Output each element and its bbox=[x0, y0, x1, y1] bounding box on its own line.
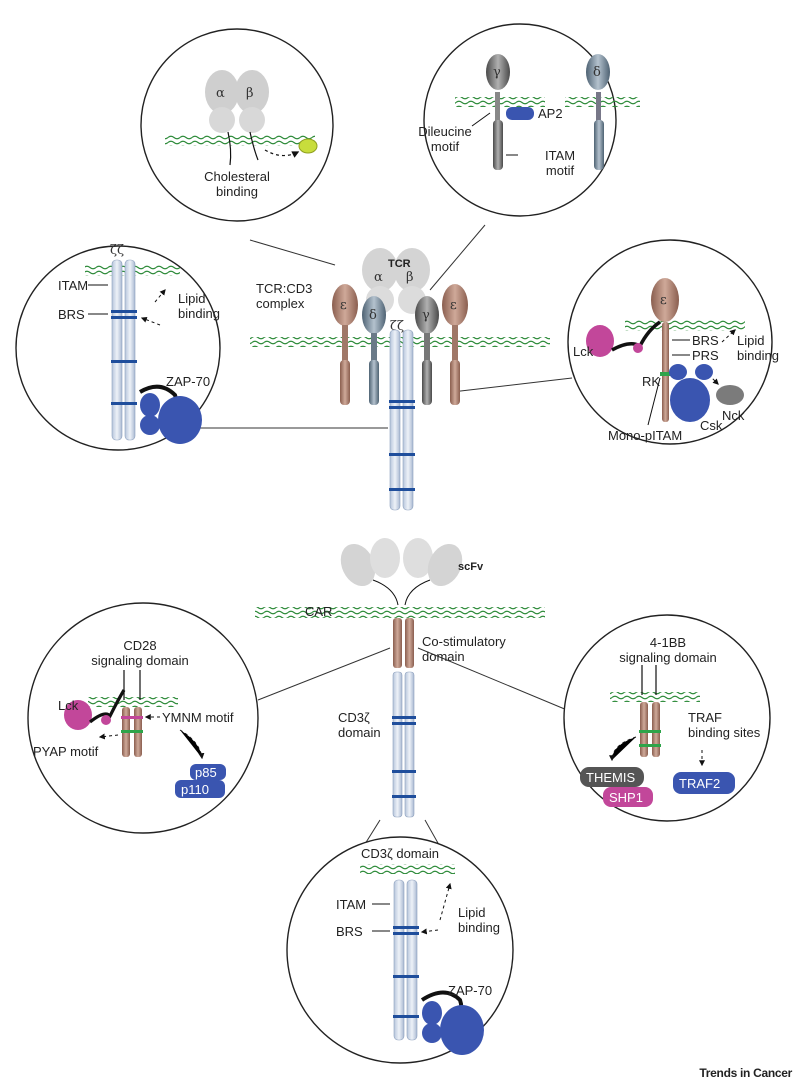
tcr-beta-chain bbox=[235, 70, 269, 114]
epsilon-label: ε bbox=[660, 293, 667, 308]
shp1-shape bbox=[603, 787, 653, 807]
traf2-label: TRAF2 bbox=[679, 776, 720, 791]
zap70-label-bottom: ZAP-70 bbox=[448, 983, 492, 998]
journal-brand: Trends in Cancer bbox=[699, 1066, 792, 1080]
lck-label-cd28: Lck bbox=[58, 698, 79, 713]
csk-label: Csk bbox=[700, 418, 723, 433]
mono-pitam-label: Mono-pITAM bbox=[608, 428, 682, 443]
ymnm-label: YMNM motif bbox=[162, 710, 234, 725]
scfv-label: scFv bbox=[458, 561, 484, 573]
lck-shape-cd28 bbox=[64, 700, 92, 730]
brs-label-eps: BRS bbox=[692, 333, 719, 348]
csk-shape bbox=[670, 378, 710, 422]
itam-label-bottom: ITAM bbox=[336, 897, 366, 912]
zap70-shape bbox=[158, 396, 202, 444]
brs-label-bottom: BRS bbox=[336, 924, 363, 939]
membrane bbox=[165, 135, 315, 146]
p110-label: p110 bbox=[181, 782, 209, 797]
beta-label: β bbox=[246, 86, 254, 101]
traf2-shape bbox=[673, 772, 735, 794]
alpha-label: α bbox=[216, 86, 225, 101]
rk-label: RK bbox=[642, 374, 660, 389]
p110-shape bbox=[175, 780, 225, 798]
alpha-label-center: α bbox=[374, 270, 383, 285]
itam-label: ITAM bbox=[58, 278, 88, 293]
beta-label-center: β bbox=[406, 270, 414, 285]
car-label: CAR bbox=[305, 604, 332, 619]
cholesterol-molecule bbox=[298, 138, 318, 154]
prs-label: PRS bbox=[692, 348, 719, 363]
ap2-label: AP2 bbox=[538, 106, 563, 121]
cd3-delta bbox=[586, 54, 610, 90]
cd3-gamma bbox=[486, 54, 510, 90]
shp1-label: SHP1 bbox=[609, 790, 643, 805]
zap70-label: ZAP-70 bbox=[166, 374, 210, 389]
connector-lines-top bbox=[182, 224, 573, 429]
gamma-label: γ bbox=[493, 65, 501, 80]
nck-label: Nck bbox=[722, 408, 745, 423]
pyap-label: PYAP motif bbox=[33, 744, 99, 759]
cholesterol-panel-circle bbox=[140, 28, 334, 222]
tcr-label: TCR bbox=[388, 258, 411, 270]
lck-label: Lck bbox=[573, 344, 594, 359]
delta-center-label: δ bbox=[369, 308, 377, 323]
themis-label: THEMIS bbox=[586, 770, 635, 785]
epsilon-left-label: ε bbox=[340, 298, 347, 313]
nck-shape bbox=[716, 385, 744, 405]
p85-label: p85 bbox=[195, 765, 217, 780]
brs-label: BRS bbox=[58, 307, 85, 322]
epsilon-right-label: ε bbox=[450, 298, 457, 313]
lck-shape bbox=[586, 325, 614, 357]
delta-label: δ bbox=[593, 65, 601, 80]
tcr-alpha-chain bbox=[205, 70, 239, 114]
gamma-center-label: γ bbox=[422, 308, 430, 323]
zeta-pair-label: ζζ bbox=[110, 243, 124, 258]
p85-shape bbox=[190, 764, 226, 780]
zap70-shape-bottom bbox=[440, 1005, 484, 1055]
cell-membrane-bottom bbox=[255, 607, 545, 618]
ap2-shape bbox=[506, 107, 534, 120]
themis-shape bbox=[580, 767, 644, 787]
cd3z-panel-title: CD3ζ domain bbox=[361, 846, 439, 861]
cd3-epsilon bbox=[651, 278, 679, 322]
